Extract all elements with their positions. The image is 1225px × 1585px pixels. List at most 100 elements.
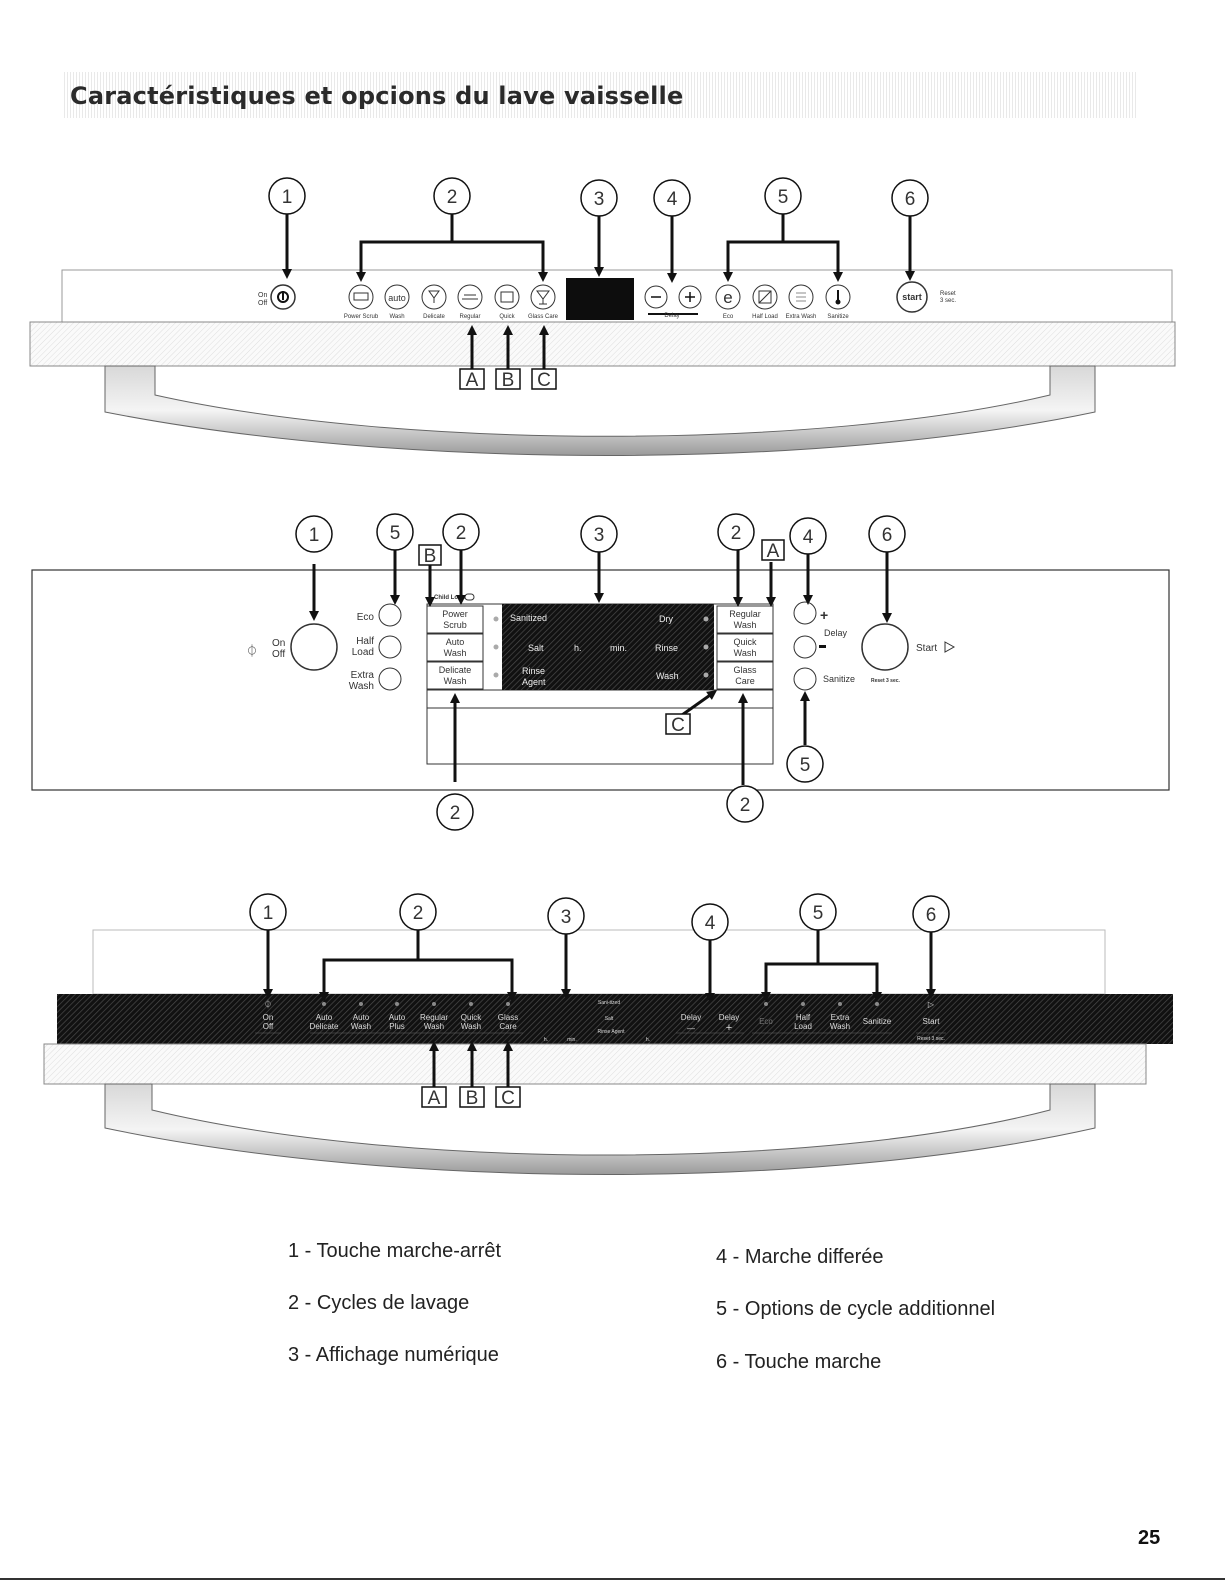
title-band [62,72,1136,118]
p1-eco-button[interactable]: e [715,284,741,310]
p2-callout-b: B [424,546,437,567]
p1-delicate-button[interactable] [421,284,447,310]
bottom-rule [0,1578,1225,1580]
delicate-glass-icon [428,290,440,303]
p1-extra-wash-button[interactable] [788,284,814,310]
p2-eco-label: Eco [357,612,375,623]
p3-callout-4: 4 [705,913,716,934]
p2-care-label: Care [735,676,755,686]
p2-half-label: Half [356,636,374,647]
p1-digital-display [566,278,634,320]
p2-extra-label: Extra [351,670,375,681]
callout-2: 2 [447,187,458,208]
p2-dry-label: Dry [659,614,673,624]
p1-delay-plus-button[interactable] [678,285,702,309]
p3-on-label[interactable]: On [263,1013,274,1022]
p3-delay-plus-button[interactable]: Delay [719,1013,739,1022]
p3-auto-delicate-button[interactable]: Auto [316,1013,333,1022]
panel-1-handle [104,365,1096,456]
p1-half-load-button[interactable] [752,284,778,310]
p2-extra-wash-button[interactable] [378,667,402,691]
p2-hours-label: h. [574,643,582,653]
play-icon: ▷ [928,1000,935,1009]
p3-auto-plus-button[interactable]: Auto [389,1013,406,1022]
p3-extra-wash-button[interactable]: Extra [831,1013,850,1022]
p3-half-load-button[interactable]: Half [796,1013,811,1022]
p2-power-button[interactable] [290,623,338,671]
p2-sanitize-button[interactable] [793,667,817,691]
p2-half-load-button[interactable] [378,635,402,659]
p2-callout-a: A [767,541,780,562]
p2-auto-label: Auto [446,637,465,647]
p2-auto-wash-button[interactable] [426,633,484,662]
p3-delay-minus-button[interactable]: Delay [681,1013,701,1022]
p2-digital-display [502,604,714,690]
p2-delay-minus-button[interactable] [793,635,817,659]
p2-delay-label: Delay [824,628,848,638]
p2-start-button[interactable] [861,623,909,671]
p1-off-label: Off [258,300,267,307]
legend-item-5: 5 - Options de cycle additionnel [716,1298,996,1320]
p1-start-button[interactable]: start [896,281,928,313]
p1-sanitize-button[interactable] [825,284,851,310]
p3-load-label: Load [794,1022,812,1031]
p3-quick-wash-button[interactable]: Quick [461,1013,482,1022]
p2-delicate-wash-label: Wash [444,676,467,686]
p2-callout-5-bottom: 5 [800,755,811,776]
p2-regular-label: Regular [729,609,761,619]
p2-callout-c: C [671,715,685,736]
p3-sanitize-button[interactable]: Sanitize [863,1017,892,1026]
panel-2: ⏀ On Off Eco Half Load Extra Wash Child … [31,513,1170,831]
p1-start-label: start [902,292,922,302]
p1-delay-minus-button[interactable] [644,285,668,309]
p1-regular-button[interactable] [457,284,483,310]
p3-start-button[interactable]: Start [923,1017,941,1026]
p1-glass-care-button[interactable] [530,284,556,310]
p2-on-label: On [272,638,285,649]
panel-3-faceplate [57,994,1173,1044]
p2-eco-button[interactable] [378,603,402,627]
p3-callout-1: 1 [263,903,274,924]
page-title: Caractéristiques et opcions du lave vais… [70,82,684,110]
p2-delay-plus-button[interactable] [793,601,817,625]
p1-auto-button[interactable]: auto [384,284,410,310]
p1-glass-care-label: Glass Care [528,314,559,320]
p1-regular-label: Regular [459,314,480,320]
p2-callout-5-top: 5 [390,523,401,544]
p2-rinse-stage-label: Rinse [655,643,678,653]
p2-callout-2-top-left: 2 [456,523,467,544]
p3-regular-wash-button[interactable]: Regular [420,1013,448,1022]
p2-regular-wash-button[interactable] [716,605,774,634]
p2-glass-label: Glass [733,665,757,675]
callout-c: C [537,370,551,391]
p1-quick-label: Quick [499,314,515,320]
p1-half-load-label: Half Load [752,314,778,320]
p3-power-icon: ⏀ [264,999,272,1009]
p2-delicate-wash-button[interactable] [426,661,484,690]
p2-power-scrub-button[interactable] [426,605,484,634]
p3-auto-wash-button[interactable]: Auto [353,1013,370,1022]
p3-glass-care-button[interactable]: Glass [498,1013,518,1022]
p2-glass-care-button[interactable] [716,661,774,690]
minus-icon: — [687,1024,695,1033]
p3-wash-label: Wash [351,1022,371,1031]
p3-callout-b: B [466,1088,479,1109]
p1-quick-button[interactable] [494,284,520,310]
p3-callout-5: 5 [813,903,824,924]
p3-minutes-label: min. [567,1037,576,1043]
p3-eco-button[interactable]: Eco [759,1017,773,1026]
p1-power-button[interactable] [270,284,296,310]
p2-auto-wash-label: Wash [444,648,467,658]
p1-on-label: On [258,292,267,299]
p3-hours-label: h. [544,1037,548,1043]
callout-3: 3 [594,189,605,210]
p2-quick-wash-button[interactable] [716,633,774,662]
legend-item-6: 6 - Touche marche [716,1351,882,1373]
p1-power-scrub-button[interactable] [348,284,374,310]
page-number: 25 [1138,1527,1161,1549]
p3-regular-wash-label: Wash [424,1022,444,1031]
panel-3: ⏀ On Off Auto Delicate Auto Wash Auto Pl… [43,893,1173,1175]
p2-wash-label: Wash [349,681,374,692]
callout-6: 6 [905,189,916,210]
